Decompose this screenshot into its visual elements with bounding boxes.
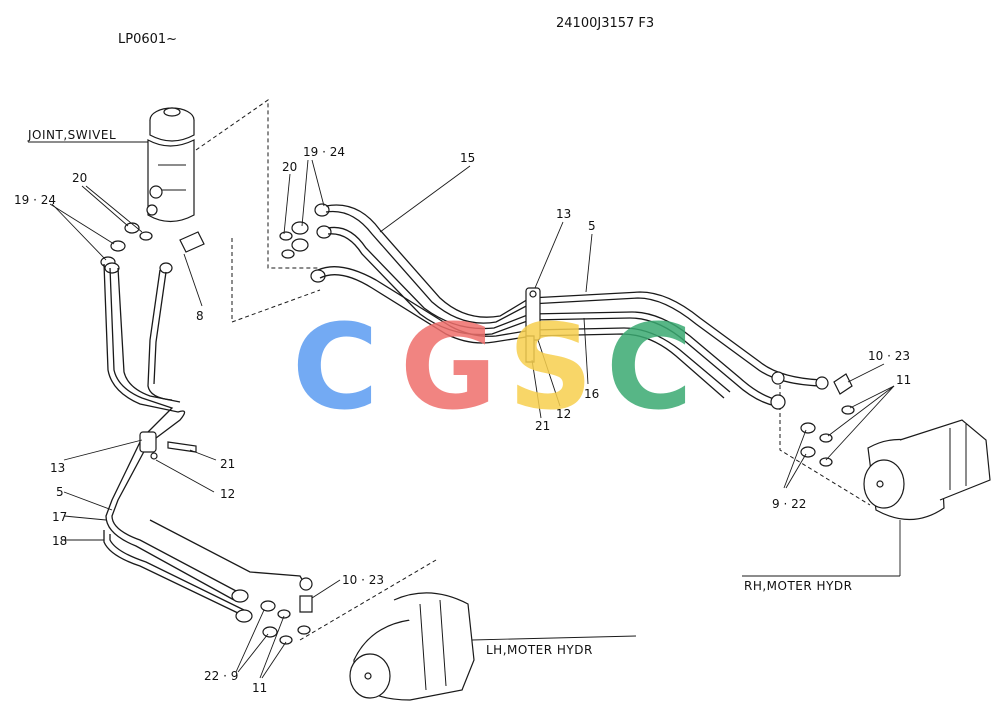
- callout-labels: 15 13 5 20 19 · 24 20 19 · 24 8 21 12 16…: [14, 145, 911, 695]
- watermark: C G S C: [292, 298, 693, 436]
- callout-9-22: 9 · 22: [772, 497, 806, 511]
- watermark-letter-c2: C: [606, 298, 693, 436]
- callout-17: 17: [52, 510, 67, 524]
- callout-18: 18: [52, 534, 67, 548]
- callout-13-left: 13: [50, 461, 65, 475]
- serial-number: LP0601~: [118, 32, 177, 47]
- rh-motor-label: RH,MOTER HYDR: [744, 579, 852, 593]
- callout-16: 16: [584, 387, 599, 401]
- callout-21-left: 21: [220, 457, 235, 471]
- callout-10-23-right: 10 · 23: [868, 349, 910, 363]
- callout-11-right: 11: [896, 373, 911, 387]
- fittings-bottom: [231, 577, 313, 645]
- callout-8: 8: [196, 309, 204, 323]
- callout-20-middle: 20: [282, 160, 297, 174]
- callout-12-left: 12: [220, 487, 235, 501]
- fittings-middle: [279, 203, 332, 283]
- callout-19-24-middle: 19 · 24: [303, 145, 345, 159]
- lh-motor: [349, 592, 475, 701]
- clamp-middle: [525, 287, 541, 363]
- watermark-letter-g: G: [400, 298, 497, 436]
- callout-15: 15: [460, 151, 475, 165]
- callout-5-top: 5: [588, 219, 596, 233]
- swivel-joint: [146, 107, 205, 253]
- swivel-joint-label: JOINT,SWIVEL: [27, 128, 116, 142]
- drawing-number: 24100J3157 F3: [556, 16, 654, 31]
- clamp-left: [139, 431, 197, 460]
- fittings-left: [100, 222, 173, 274]
- callout-13-top: 13: [556, 207, 571, 221]
- callout-19-24-left: 19 · 24: [14, 193, 56, 207]
- lh-motor-label: LH,MOTER HYDR: [486, 643, 593, 657]
- watermark-letter-s: S: [508, 298, 593, 436]
- callout-20-left: 20: [72, 171, 87, 185]
- watermark-letter-c1: C: [292, 298, 379, 436]
- rh-motor: [863, 419, 991, 521]
- fittings-right: [770, 371, 855, 467]
- callout-10-23-bottom: 10 · 23: [342, 573, 384, 587]
- callout-11-bottom: 11: [252, 681, 267, 695]
- leader-lines: [49, 159, 895, 679]
- callout-22-9: 22 · 9: [204, 669, 238, 683]
- callout-21-middle: 21: [535, 419, 550, 433]
- callout-5-left: 5: [56, 485, 64, 499]
- left-pipe-bundle: [103, 263, 307, 615]
- callout-12-middle: 12: [556, 407, 571, 421]
